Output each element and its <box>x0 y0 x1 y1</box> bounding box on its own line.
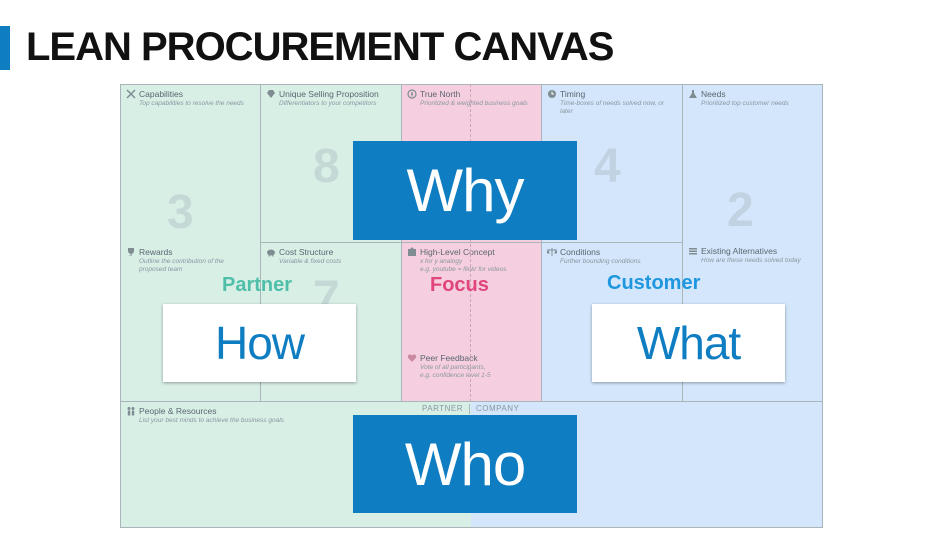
canvas-number-4: 4 <box>594 140 621 193</box>
canvas-number-3: 3 <box>167 186 194 239</box>
what-box: What <box>592 304 785 382</box>
scales-icon <box>547 248 557 256</box>
people-sub: List your best minds to achieve the busi… <box>139 417 284 424</box>
capabilities-sub: Top capabilities to resolve the needs <box>139 100 244 107</box>
timing-title: Timing <box>560 89 586 99</box>
partner-company-divider <box>469 404 470 414</box>
page-title: LEAN PROCUREMENT CANVAS <box>26 25 614 69</box>
people-title: People & Resources <box>139 406 217 416</box>
partner-small-label: PARTNER <box>422 404 463 413</box>
cost-title: Cost Structure <box>279 247 334 257</box>
needs-title: Needs <box>701 89 726 99</box>
focus-label: Focus <box>430 274 489 296</box>
piggy-bank-icon <box>267 249 275 257</box>
puzzle-icon <box>408 247 416 256</box>
canvas-number-8: 8 <box>313 140 340 193</box>
trophy-icon <box>128 248 134 256</box>
needs-sub: Prioritized top customer needs <box>701 100 789 107</box>
usp-title: Unique Selling Proposition <box>279 89 379 99</box>
diamond-icon <box>267 90 275 98</box>
list-icon <box>689 248 697 255</box>
why-box: Why <box>353 141 577 240</box>
canvas-number-2: 2 <box>727 184 754 237</box>
usp-sub: Differentiators to your competitors <box>279 100 377 107</box>
alternatives-title: Existing Alternatives <box>701 246 778 256</box>
partner-label: Partner <box>222 274 293 296</box>
concept-sub: x for y analogy e.g. youtube = flickr fo… <box>420 258 507 273</box>
concept-title: High-Level Concept <box>420 247 495 257</box>
focus-divider <box>470 84 471 402</box>
flask-icon <box>689 90 697 98</box>
heart-icon <box>407 354 417 362</box>
cell-high-level-concept: High-Level Concept x for y analogy e.g. … <box>401 242 542 402</box>
cost-sub: Variable & fixed costs <box>279 258 342 265</box>
rewards-sub: Outline the contribution of the proposed… <box>139 258 224 273</box>
compass-icon <box>407 89 417 99</box>
people-icon <box>127 407 135 416</box>
customer-label: Customer <box>607 272 701 294</box>
capabilities-title: Capabilities <box>139 89 183 99</box>
clock-icon <box>548 90 556 98</box>
true-north-sub: Prioritized & weighted business goals <box>420 100 528 107</box>
tools-icon <box>126 89 136 99</box>
how-box: How <box>163 304 356 382</box>
true-north-title: True North <box>420 89 461 99</box>
peer-title: Peer Feedback <box>420 353 478 363</box>
title-accent-bar <box>0 26 10 70</box>
who-box: Who <box>353 415 577 513</box>
timing-sub: Time-boxes of needs solved now, or later <box>560 100 664 115</box>
peer-sub: Vote of all participants, e.g. confidenc… <box>420 364 491 379</box>
alternatives-sub: How are these needs solved today <box>701 257 801 264</box>
company-small-label: COMPANY <box>476 404 520 413</box>
rewards-title: Rewards <box>139 247 173 257</box>
conditions-title: Conditions <box>560 247 601 257</box>
conditions-sub: Further bounding conditions <box>560 258 641 265</box>
